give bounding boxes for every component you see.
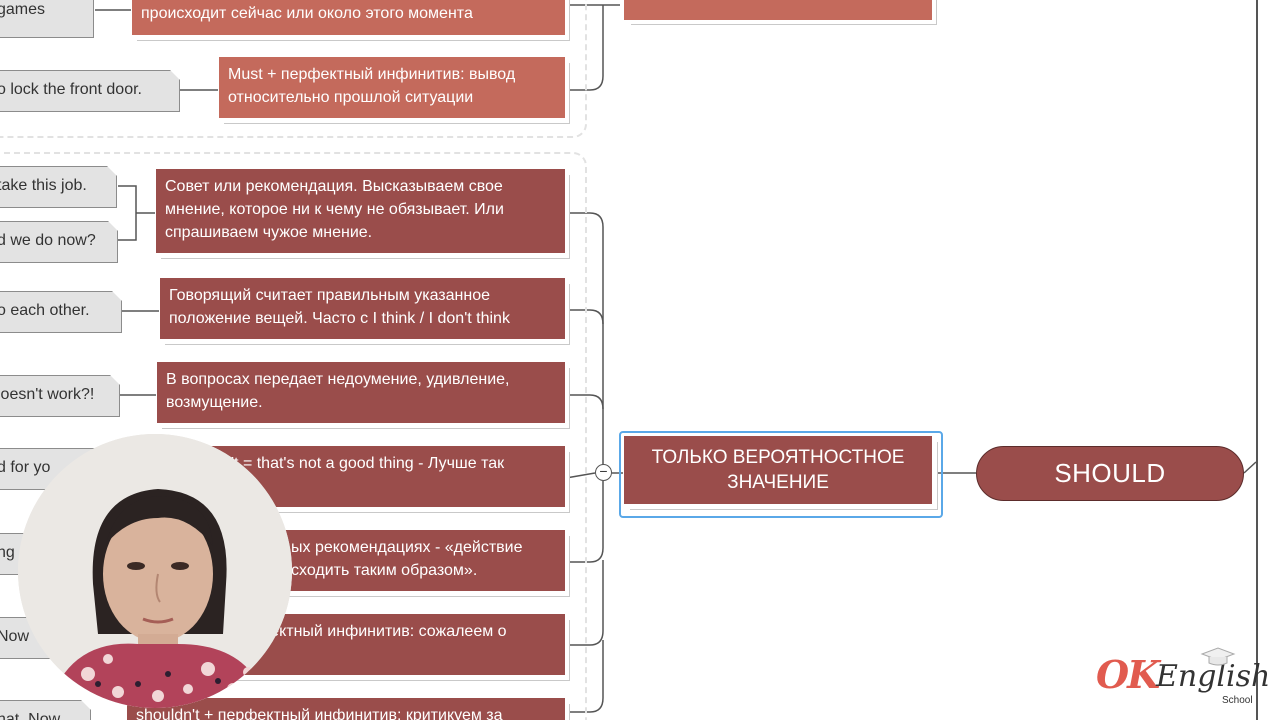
logo-school-text: School [1222, 695, 1253, 706]
example-sentence[interactable]: hat. Now [0, 700, 91, 720]
example-sentence[interactable]: o lock the front door. [0, 70, 180, 112]
branch-topic-probability[interactable]: ВЕРОЯТНОСТНОЕ ЗНАЧЕНИЕ [624, 0, 932, 20]
central-connector-line [1256, 0, 1258, 720]
upper-group-frame [0, 0, 587, 138]
example-sentence[interactable]: take this job. [0, 166, 117, 208]
logo-ok-text: OK [1096, 652, 1160, 697]
subtopic-card[interactable]: Совет или рекомендация. Высказываем свое… [155, 168, 566, 254]
subtopic-card[interactable]: происходит сейчас или около этого момент… [131, 0, 566, 36]
subtopic-card[interactable]: shouldn't + перфектный инфинитив: критик… [126, 697, 566, 720]
example-sentence[interactable]: loesn't work?! [0, 375, 120, 417]
presenter-video-icon [18, 434, 292, 708]
subtopic-card[interactable]: Говорящий считает правильным указанное п… [159, 277, 566, 340]
example-sentence[interactable]: o each other. [0, 291, 122, 333]
webcam-overlay [18, 434, 292, 708]
example-sentence[interactable]: games [0, 0, 94, 38]
okenglish-logo: OK English School [1096, 646, 1270, 708]
lower-group-frame [0, 152, 587, 720]
main-branch-topic[interactable]: ТОЛЬКО ВЕРОЯТНОСТНОЕ ЗНАЧЕНИЕ [623, 435, 933, 505]
collapse-toggle[interactable]: − [595, 464, 612, 481]
subtopic-card[interactable]: Must + перфектный инфинитив: вывод относ… [218, 56, 566, 119]
selection-outline [619, 431, 943, 518]
central-topic[interactable]: SHOULD [976, 446, 1244, 501]
graduation-cap-icon [1200, 647, 1236, 666]
subtopic-card[interactable]: В вопросах передает недоумение, удивлени… [156, 361, 566, 424]
example-sentence[interactable]: d we do now? [0, 221, 118, 263]
